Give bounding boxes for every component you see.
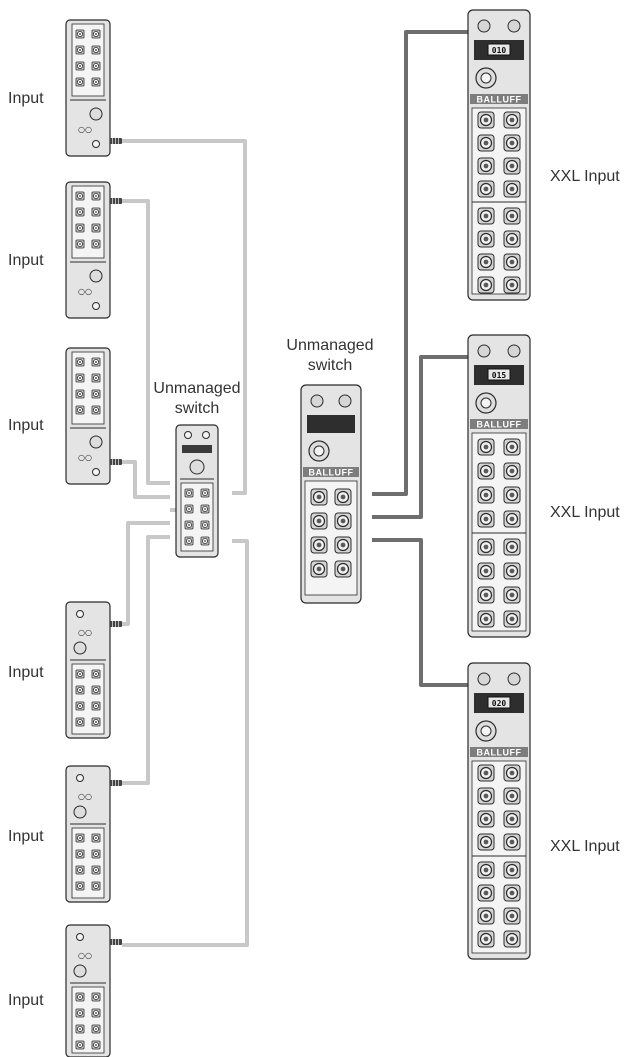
input-module-6: ○○ — [66, 925, 122, 1057]
cable-input2-to-switch — [122, 201, 170, 483]
xxl-input-module-015: 015 BALLUFF — [468, 335, 530, 637]
label-small-switch-line1: Unmanaged — [153, 380, 240, 397]
label-xxl-input-3: XXL Input — [550, 838, 620, 855]
xxl-input-module-020: 020 BALLUFF — [468, 663, 530, 959]
cable-switch-to-xxl-020 — [372, 540, 468, 685]
xxl-module-code: 015 — [492, 371, 507, 380]
xxl-module-brand: BALLUFF — [477, 420, 522, 430]
label-large-switch-line2: switch — [308, 357, 352, 374]
svg-text:○○: ○○ — [78, 792, 92, 801]
input-module-2: ○○ — [66, 182, 122, 318]
xxl-module-code: 020 — [492, 699, 507, 708]
svg-text:○○: ○○ — [78, 628, 92, 637]
input-module-1: ○○ — [66, 20, 122, 156]
xxl-module-brand: BALLUFF — [477, 748, 522, 758]
label-xxl-input-2: XXL Input — [550, 504, 620, 521]
label-xxl-input-1: XXL Input — [550, 168, 620, 185]
svg-text:○○: ○○ — [78, 951, 92, 960]
label-input-5: Input — [8, 828, 44, 845]
label-input-2: Input — [8, 252, 44, 269]
label-input-3: Input — [8, 417, 44, 434]
label-small-switch-line2: switch — [175, 400, 219, 417]
input-module-5: ○○ — [66, 766, 122, 902]
large-switch-brand: BALLUFF — [309, 468, 354, 478]
cable-input6-to-switch — [122, 541, 247, 945]
svg-text:○○: ○○ — [78, 287, 92, 296]
dark-cable-group — [372, 32, 468, 685]
small-unmanaged-switch — [176, 425, 218, 557]
label-input-1: Input — [8, 90, 44, 107]
label-input-6: Input — [8, 992, 44, 1009]
input-module-3: ○○ — [66, 348, 122, 484]
large-unmanaged-switch: BALLUFF — [301, 385, 361, 603]
label-large-switch-line1: Unmanaged — [286, 337, 373, 354]
svg-text:○○: ○○ — [78, 453, 92, 462]
svg-text:○○: ○○ — [78, 125, 92, 134]
xxl-module-brand: BALLUFF — [477, 95, 522, 105]
label-input-4: Input — [8, 664, 44, 681]
xxl-input-module-010: 010 BALLUFF — [468, 10, 530, 300]
xxl-module-code: 010 — [492, 46, 507, 55]
input-module-4: ○○ — [66, 602, 122, 738]
